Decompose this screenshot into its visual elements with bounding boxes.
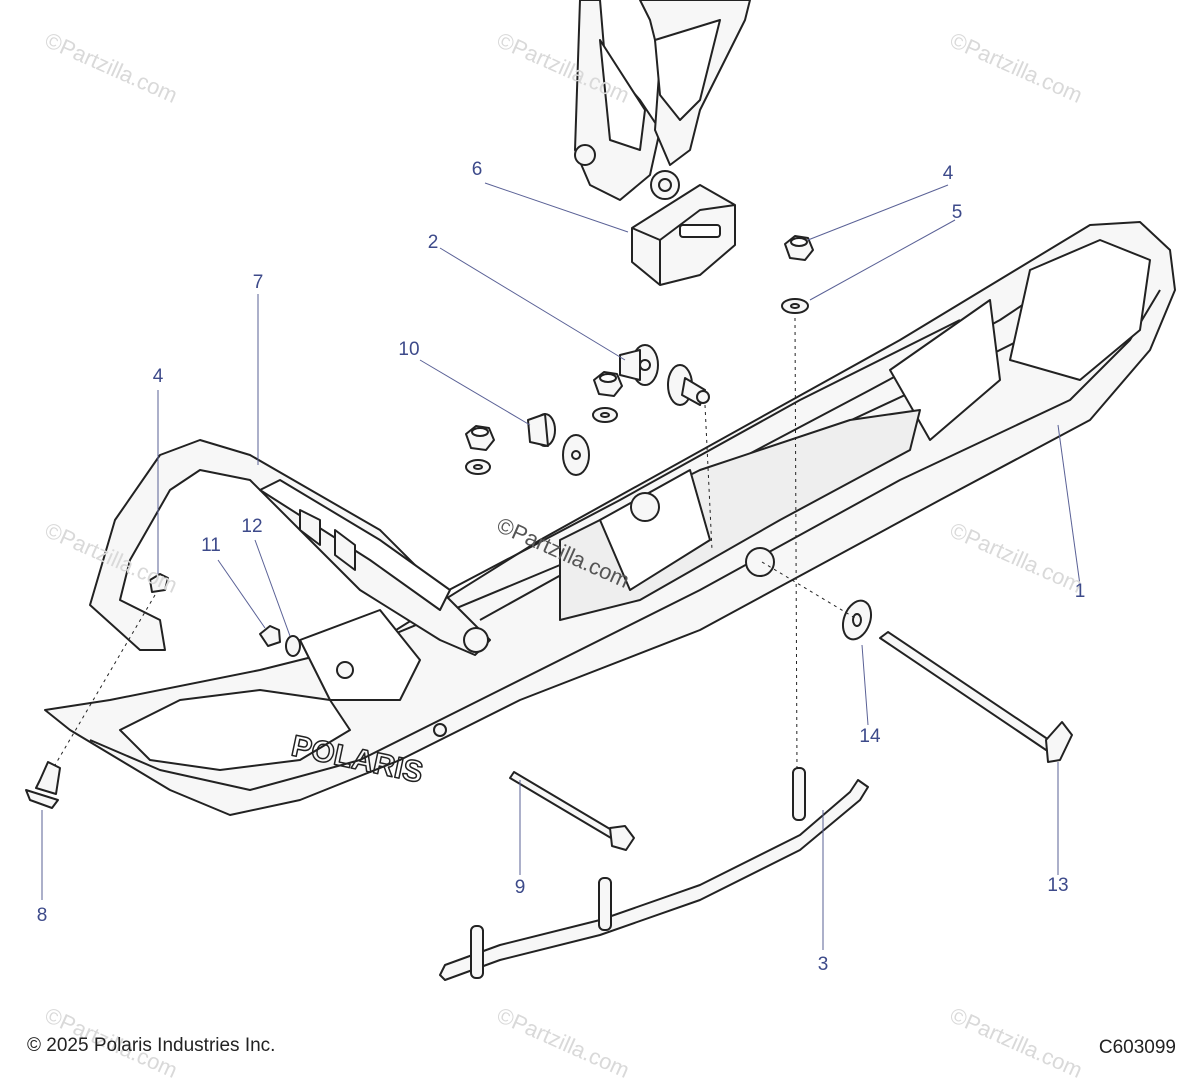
callout-4-handle: 4 [152,366,164,387]
nuts-and-washers-part [149,235,814,657]
callout-8: 8 [36,905,48,926]
callout-6: 6 [471,159,483,180]
bushing-part [562,344,710,476]
saddle-block-part [631,184,736,286]
carbide-runner-part [439,767,869,981]
callout-10: 10 [398,339,420,360]
plug-part [25,761,61,809]
callout-9: 9 [514,877,526,898]
handle-part [89,439,491,656]
callout-11: 11 [201,535,221,556]
long-bolt-part [879,631,1073,763]
callout-2: 2 [427,232,439,253]
callout-5: 5 [951,202,963,223]
diagram-code: C603099 [1098,1037,1176,1058]
spindle-part [574,0,751,201]
washer-14-part [841,599,873,641]
callout-1: 1 [1074,581,1086,602]
callout-12: 12 [241,516,263,537]
bushing-10-part [527,413,556,447]
ski-body-part: POLARIS [44,221,1176,816]
runner-bolt-part [509,771,635,851]
alignment-lines [54,317,856,773]
callout-7: 7 [252,272,264,293]
callout-4-nut: 4 [942,163,954,184]
callout-3: 3 [817,954,829,975]
callout-13: 13 [1047,875,1069,896]
copyright-text: © 2025 Polaris Industries Inc. [27,1035,276,1056]
leader-lines [41,182,1081,950]
callout-14: 14 [859,726,881,747]
